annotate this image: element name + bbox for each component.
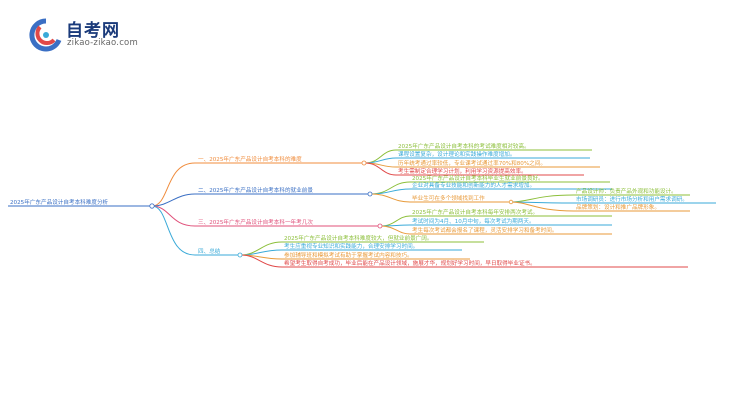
branch3-leaf: 考试时间为4月、10月中旬，每次考试为期两天。 bbox=[412, 217, 535, 225]
branch1-leaf: 考生需制定合理学习计划，利用学习资源提高效率。 bbox=[398, 167, 527, 175]
branch2-leaf: 企业对具备专业技能和创新能力的人才需求增加。 bbox=[412, 181, 535, 189]
branch4-leaf: 考生应重视专业知识和实践能力，合理安排学习时间。 bbox=[284, 242, 418, 250]
connector-root-b2 bbox=[151, 193, 196, 207]
branch4-leaf: 希望考生取得自考成功，毕业后能在产品设计领域，施展才华，规划好学习时间，早日取得… bbox=[284, 259, 536, 267]
branch1-leaf: 2025年广东产品设计自考本科的考试难度相对较高。 bbox=[398, 142, 530, 150]
branch1-label[interactable]: 一、2025年广东产品设计自考本科的难度 bbox=[198, 155, 302, 163]
sub-node-dot bbox=[508, 199, 514, 205]
branch1-node-dot bbox=[361, 160, 367, 166]
branch2-leaf: 2025年广东产品设计自考本科毕业生就业前景良好。 bbox=[412, 174, 544, 182]
branch1-leaf: 课程设置复杂，设计理论和实践操作难度增加。 bbox=[398, 150, 515, 158]
branch4-label[interactable]: 四、总结 bbox=[198, 247, 221, 255]
branch2-sub-item: 产品设计师：负责产品外观和功能设计。 bbox=[576, 187, 677, 195]
branch3-leaf: 2025年广东产品设计自考本科每年安排两次考试。 bbox=[412, 208, 538, 216]
site-logo[interactable]: 自考网 zikao-zikao.com bbox=[28, 14, 168, 54]
branch2-node-dot bbox=[367, 191, 373, 197]
branch1-leaf: 历年统考通过率较低，专业课考试通过率70%和80%之间。 bbox=[398, 159, 546, 167]
root-label[interactable]: 2025年广东产品设计自考本科难度分析 bbox=[10, 198, 109, 206]
logo-title: 自考网 bbox=[66, 21, 120, 41]
branch4-leaf: 2025年广东产品设计自考本科难度较大，但就业前景广阔。 bbox=[284, 234, 433, 242]
zikao-logo-icon bbox=[29, 18, 62, 52]
branch2-sub-item: 市场调研员：进行市场分析和用户需求调研。 bbox=[576, 195, 688, 203]
branch4-leaf: 参加辅导班和模拟考试有助于掌握考试内容和技巧。 bbox=[284, 251, 413, 259]
branch3-node-dot bbox=[377, 223, 383, 229]
logo-subtitle: zikao-zikao.com bbox=[67, 38, 138, 48]
branch4-node-dot bbox=[237, 252, 243, 258]
connector-root-b1 bbox=[151, 162, 196, 207]
branch2-sub-label[interactable]: 毕业生可在多个领域找到工作 bbox=[412, 194, 485, 202]
connector-root-b4 bbox=[151, 205, 196, 256]
branch2-sub-item: 品牌策划：设计和推广品牌形象。 bbox=[576, 203, 660, 211]
root-node-dot bbox=[149, 203, 155, 209]
branch2-label[interactable]: 二、2025年广东产品设计自考本科的就业前景 bbox=[198, 186, 313, 194]
branch3-leaf: 考生每次考试都会报名了课程，灵活安排学习和备考时间。 bbox=[412, 226, 557, 234]
branch3-label[interactable]: 三、2025年广东产品设计自考本科一年考几次 bbox=[198, 218, 313, 226]
